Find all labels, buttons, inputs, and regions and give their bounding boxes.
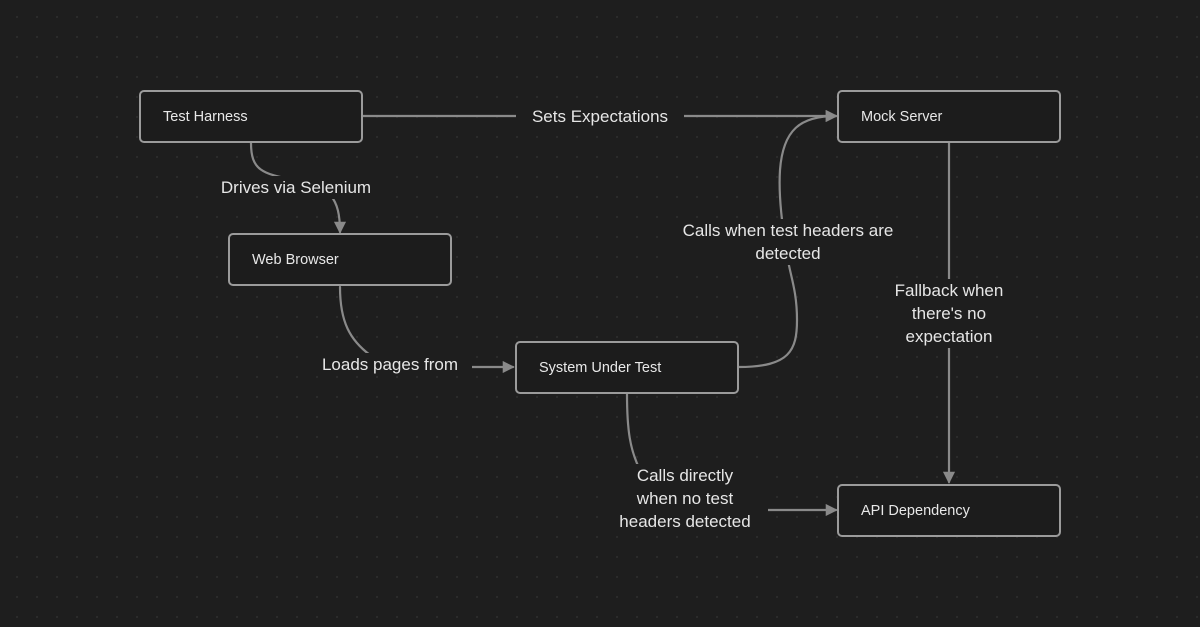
node-api-dependency[interactable]: API Dependency bbox=[837, 484, 1061, 537]
node-web-browser[interactable]: Web Browser bbox=[228, 233, 452, 286]
edge-browser-to-sut bbox=[338, 285, 513, 367]
edge-label-drives-via-selenium: Drives via Selenium bbox=[205, 176, 387, 199]
edge-label-loads-pages-from: Loads pages from bbox=[308, 353, 472, 376]
node-mock-server[interactable]: Mock Server bbox=[837, 90, 1061, 143]
edge-label-sets-expectations: Sets Expectations bbox=[516, 105, 684, 128]
node-system-under-test[interactable]: System Under Test bbox=[515, 341, 739, 394]
edge-label-calls-when-headers-detected: Calls when test headers are detected bbox=[660, 219, 916, 265]
edge-label-fallback-no-expectation: Fallback when there's no expectation bbox=[878, 279, 1020, 348]
node-test-harness[interactable]: Test Harness bbox=[139, 90, 363, 143]
edge-label-calls-directly-no-headers: Calls directly when no test headers dete… bbox=[602, 464, 768, 533]
